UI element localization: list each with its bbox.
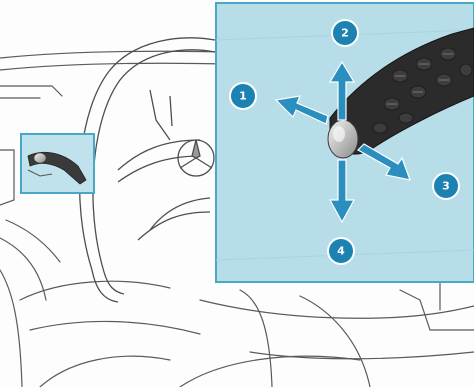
lever-location-highlight (21, 134, 94, 193)
callout-label: 4 (337, 245, 345, 258)
callout-3: 3 (433, 173, 459, 199)
callout-1: 1 (230, 83, 256, 109)
callout-4: 4 (328, 238, 354, 264)
steering-wheel-icon (80, 38, 215, 302)
mercedes-star-logo-icon (178, 140, 214, 176)
lever-detail-inset: 1 2 3 4 (216, 3, 474, 282)
callout-label: 1 (239, 90, 247, 103)
callout-2: 2 (332, 20, 358, 46)
callout-label: 3 (442, 180, 450, 193)
callout-label: 2 (341, 27, 349, 40)
